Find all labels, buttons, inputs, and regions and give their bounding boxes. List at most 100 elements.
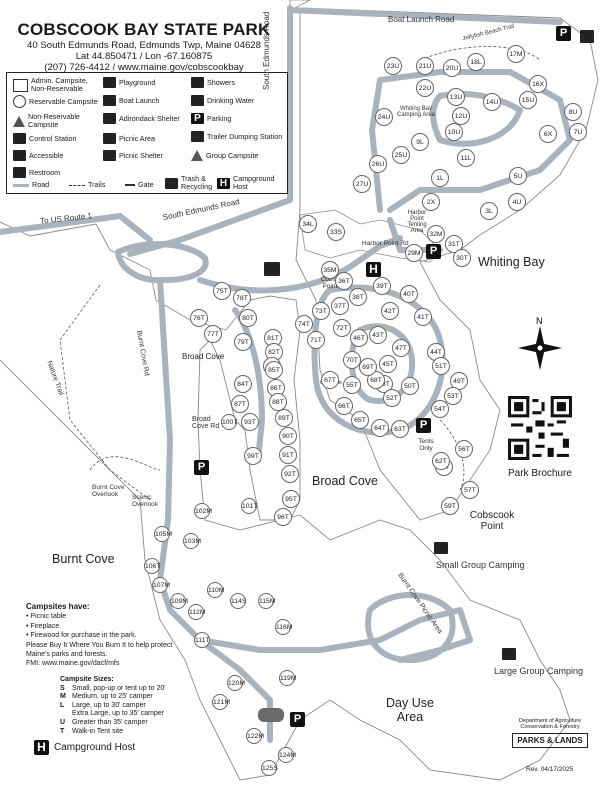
- campsite-54t[interactable]: 54T: [431, 400, 449, 418]
- campsite-7u[interactable]: 7U: [569, 123, 587, 141]
- campsite-95t[interactable]: 95T: [282, 490, 300, 508]
- campsite-43t[interactable]: 43T: [369, 326, 387, 344]
- campsite-67t[interactable]: 67T: [321, 371, 339, 389]
- campsite-27u[interactable]: 27U: [353, 175, 371, 193]
- campsite-3l[interactable]: 3L: [480, 202, 498, 220]
- parking-harbor[interactable]: P: [426, 244, 441, 259]
- campsite-45t[interactable]: 45T: [379, 355, 397, 373]
- campsite-75t[interactable]: 75T: [213, 282, 231, 300]
- campsite-20u[interactable]: 20U: [443, 59, 461, 77]
- campsite-57t[interactable]: 57T: [461, 481, 479, 499]
- campsite-99t[interactable]: 99T: [244, 447, 262, 465]
- campsite-40t[interactable]: 40T: [400, 285, 418, 303]
- campsite-66t[interactable]: 66T: [335, 397, 353, 415]
- campsite-5u[interactable]: 5U: [509, 167, 527, 185]
- campsite-65t[interactable]: 65T: [351, 411, 369, 429]
- campsite-24u[interactable]: 24U: [375, 108, 393, 126]
- campsite-77t[interactable]: 77T: [204, 325, 222, 343]
- parking-tents[interactable]: P: [416, 418, 431, 433]
- campsite-46t[interactable]: 46T: [350, 329, 368, 347]
- campsite-103m[interactable]: 103M: [183, 533, 201, 549]
- campsite-56t[interactable]: 56T: [455, 440, 473, 458]
- small-group-icon[interactable]: [434, 542, 448, 554]
- campsite-93t[interactable]: 93T: [241, 413, 259, 431]
- campsite-116m[interactable]: 116M: [275, 619, 293, 635]
- campsite-38t[interactable]: 38T: [349, 288, 367, 306]
- campsite-12u[interactable]: 12U: [452, 107, 470, 125]
- campsite-26u[interactable]: 26U: [369, 155, 387, 173]
- campsite-84t[interactable]: 84T: [234, 375, 252, 393]
- campsite-89t[interactable]: 89T: [275, 409, 293, 427]
- campsite-42t[interactable]: 42T: [381, 302, 399, 320]
- campsite-119m[interactable]: 119M: [279, 670, 297, 686]
- campsite-73t[interactable]: 73T: [312, 302, 330, 320]
- campsite-41t[interactable]: 41T: [414, 308, 432, 326]
- campsite-13u[interactable]: 13U: [447, 88, 465, 106]
- campsite-52t[interactable]: 52T: [383, 389, 401, 407]
- campsite-18l[interactable]: 18L: [467, 53, 485, 71]
- campsite-107m[interactable]: 107M: [152, 577, 170, 593]
- campsite-62t[interactable]: 62T: [432, 452, 450, 470]
- campsite-79t[interactable]: 79T: [234, 333, 252, 351]
- campsite-90t[interactable]: 90T: [279, 427, 297, 445]
- campsite-121m[interactable]: 121M: [212, 694, 230, 710]
- campsite-112m[interactable]: 112M: [188, 604, 206, 620]
- host-marker-main[interactable]: H: [366, 262, 381, 277]
- campsite-78t[interactable]: 78T: [233, 289, 251, 307]
- campsite-23u[interactable]: 23U: [384, 57, 402, 75]
- campsite-33s[interactable]: 33S: [327, 223, 345, 241]
- campsite-30t[interactable]: 30T: [453, 249, 471, 267]
- campsite-15u[interactable]: 15U: [519, 91, 537, 109]
- parking-day-use[interactable]: P: [290, 712, 305, 727]
- campsite-102m[interactable]: 102M: [194, 503, 212, 519]
- parking-boat-launch[interactable]: P: [556, 26, 571, 41]
- campsite-87t[interactable]: 87T: [231, 395, 249, 413]
- campsite-96t[interactable]: 96T: [274, 508, 292, 526]
- campsite-21u[interactable]: 21U: [416, 57, 434, 75]
- campsite-51t[interactable]: 51T: [432, 357, 450, 375]
- campsite-16x[interactable]: 16X: [529, 75, 547, 93]
- boat-launch-icon[interactable]: [264, 262, 280, 276]
- campsite-110m[interactable]: 110M: [207, 582, 225, 598]
- campsite-50t[interactable]: 50T: [401, 377, 419, 395]
- campsite-69t[interactable]: 69T: [359, 358, 377, 376]
- campsite-9l[interactable]: 9L: [411, 133, 429, 151]
- large-group-icon[interactable]: [502, 648, 516, 660]
- campsite-106t[interactable]: 106T: [144, 558, 161, 574]
- campsite-92t[interactable]: 92T: [281, 465, 299, 483]
- campsite-100t[interactable]: 100T: [221, 414, 238, 430]
- campsite-63t[interactable]: 63T: [391, 420, 409, 438]
- campsite-120m[interactable]: 120M: [227, 675, 245, 691]
- campsite-111t[interactable]: 111T: [194, 632, 210, 648]
- campsite-68t[interactable]: 68T: [367, 371, 385, 389]
- campsite-4u[interactable]: 4U: [508, 193, 526, 211]
- campsite-114s[interactable]: 114S: [230, 593, 246, 609]
- campsite-80t[interactable]: 80T: [239, 309, 257, 327]
- campsite-76t[interactable]: 76T: [190, 309, 208, 327]
- campsite-22u[interactable]: 22U: [416, 79, 434, 97]
- campsite-81t[interactable]: 81T: [264, 329, 282, 347]
- campsite-85t[interactable]: 85T: [265, 361, 283, 379]
- campsite-59t[interactable]: 59T: [441, 497, 459, 515]
- campsite-53t[interactable]: 53T: [444, 387, 462, 405]
- campsite-11l[interactable]: 11L: [457, 149, 475, 167]
- campsite-122m[interactable]: 122M: [246, 728, 264, 744]
- campsite-32m[interactable]: 32M: [427, 225, 445, 243]
- campsite-74t[interactable]: 74T: [295, 315, 313, 333]
- campsite-55t[interactable]: 55T: [343, 376, 361, 394]
- campsite-39t[interactable]: 39T: [373, 277, 391, 295]
- campsite-1l[interactable]: 1L: [431, 169, 449, 187]
- campsite-2x[interactable]: 2X: [422, 193, 440, 211]
- campsite-124m[interactable]: 124M: [278, 747, 296, 763]
- qr-code[interactable]: [508, 396, 572, 460]
- campsite-25u[interactable]: 25U: [392, 146, 410, 164]
- campsite-125s[interactable]: 125S: [261, 760, 278, 776]
- campsite-101t[interactable]: 101T: [241, 498, 258, 514]
- campsite-72t[interactable]: 72T: [333, 319, 351, 337]
- campsite-71t[interactable]: 71T: [307, 331, 325, 349]
- campsite-115m[interactable]: 115M: [258, 593, 276, 609]
- campsite-29m[interactable]: 29M: [405, 244, 423, 262]
- campsite-10u[interactable]: 10U: [445, 123, 463, 141]
- campsite-6x[interactable]: 6X: [539, 125, 557, 143]
- campsite-8u[interactable]: 8U: [564, 103, 582, 121]
